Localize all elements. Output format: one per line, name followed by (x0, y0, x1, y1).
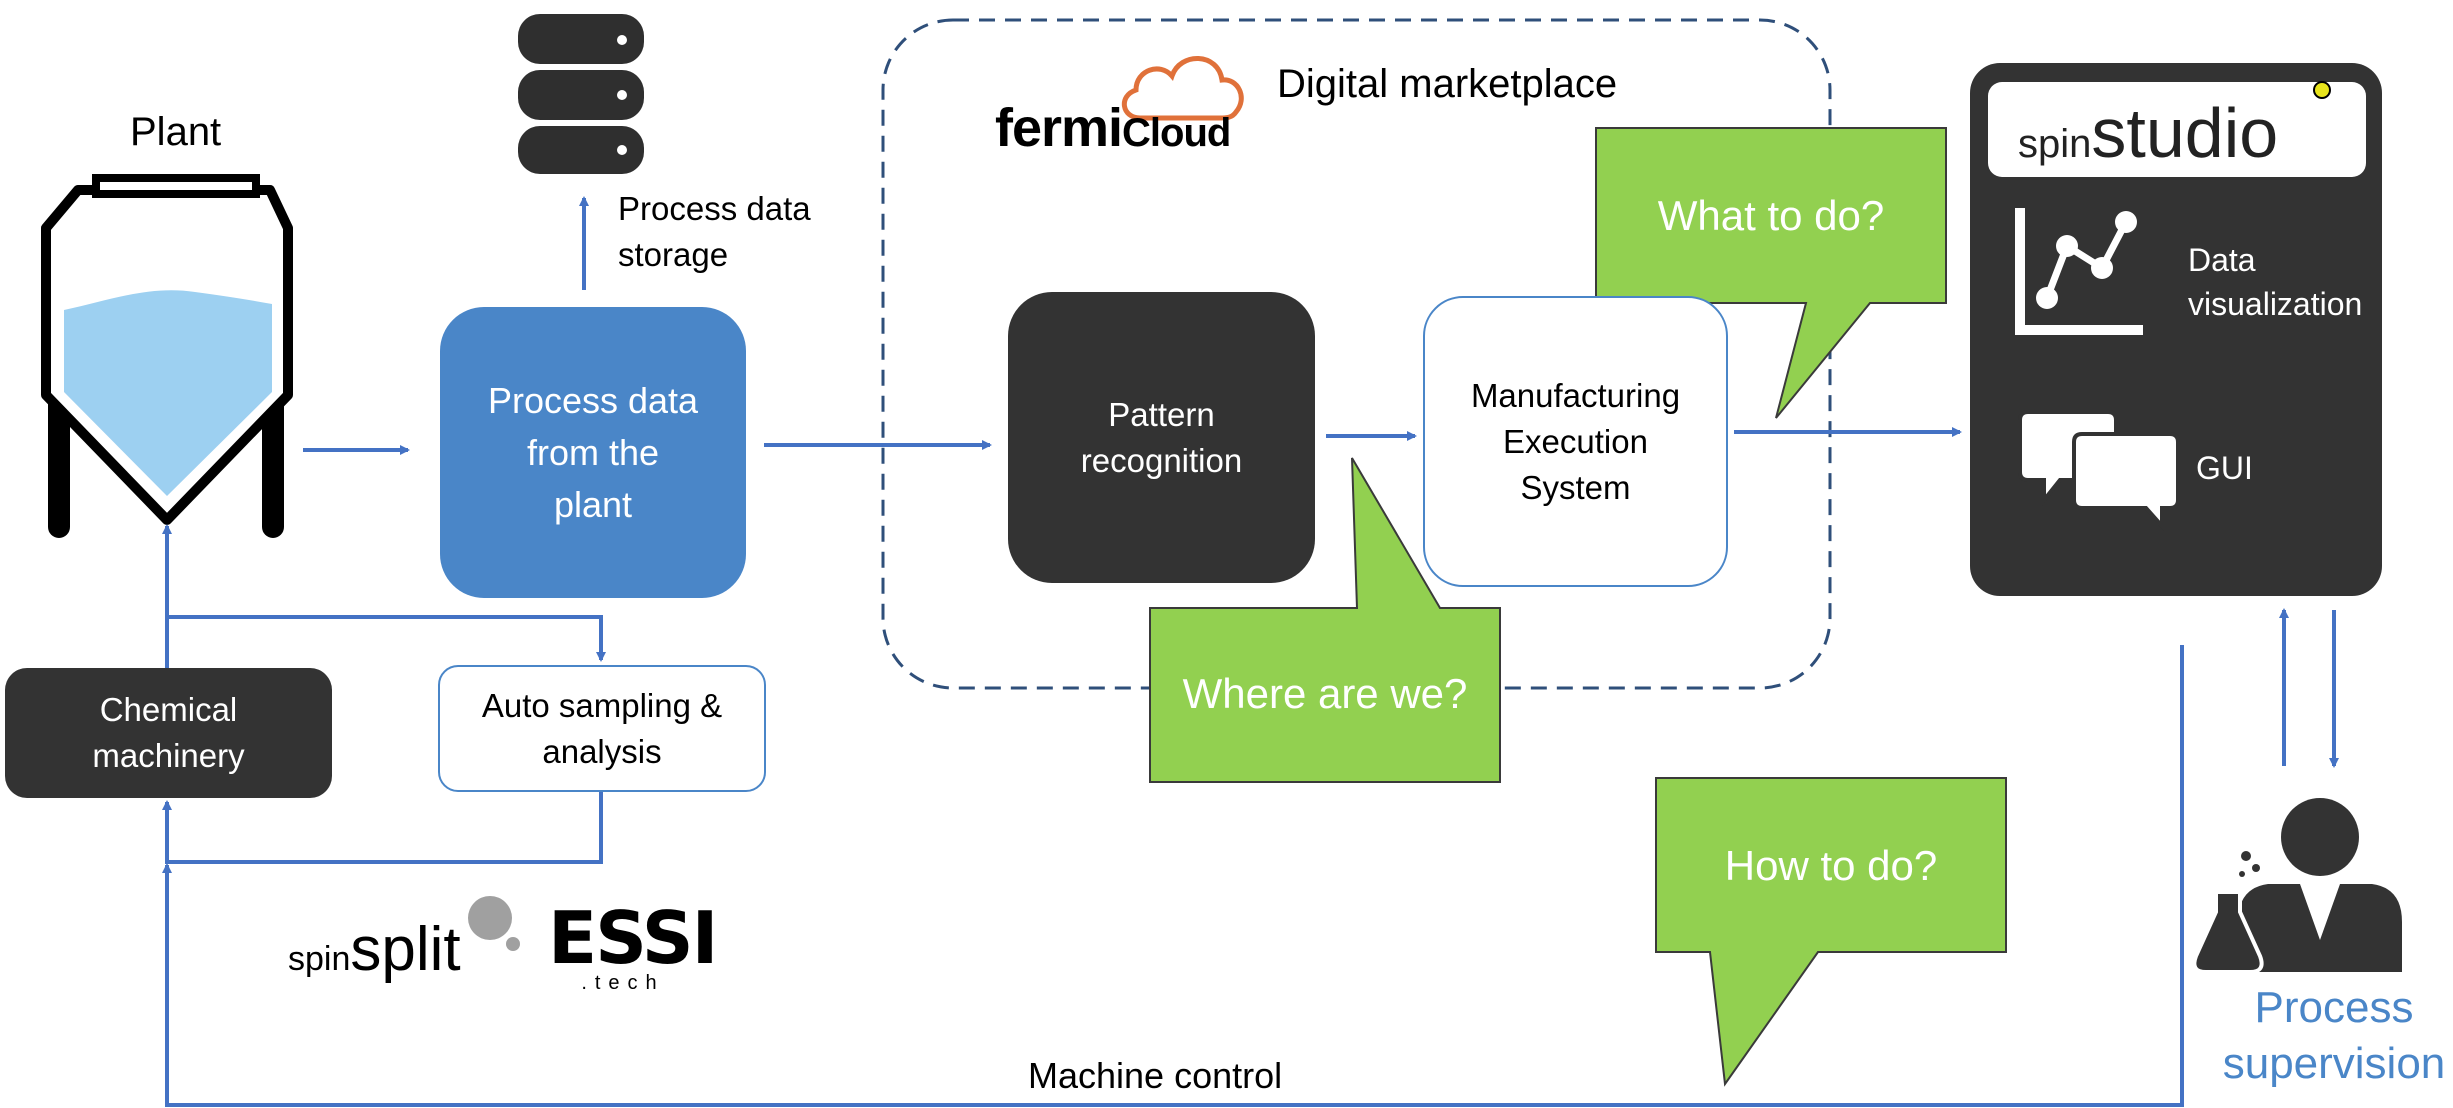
process-supervision-label: Process supervision (2216, 980, 2452, 1092)
marketplace-title: Digital marketplace (1277, 62, 1618, 106)
spinsplit-droplet-icon (468, 896, 520, 951)
auto-sampling-line2: analysis (542, 732, 662, 770)
fermi-main: fermi (995, 98, 1123, 158)
pattern-line2: recognition (1080, 441, 1243, 479)
supervision-line2: supervision (2222, 1039, 2446, 1088)
spinstudio-logo-box (1988, 82, 2366, 177)
bubble-how-text: How to do? (1724, 842, 1938, 889)
data-visualization-label: Data visualization (2188, 238, 2362, 326)
machine-control-label: Machine control (1028, 1055, 1283, 1096)
spinsplit-main: split (350, 915, 461, 984)
spinstudio-logo-dot (2313, 81, 2331, 99)
spinsplit-prefix: spin (288, 940, 351, 978)
auto-sampling-box[interactable]: Auto sampling & analysis (438, 665, 766, 792)
chemical-machinery-line2: machinery (92, 737, 245, 774)
process-data-line2: from the (526, 431, 660, 473)
essi-logo: ESSI .tech (548, 896, 718, 995)
mes-line1: Manufacturing (1470, 376, 1681, 414)
plant-tank-icon (41, 174, 293, 538)
chemical-machinery-box[interactable]: Chemical machinery (5, 668, 332, 798)
process-data-line3: plant (553, 483, 633, 525)
gui-label: GUI (2196, 450, 2253, 486)
cloud-icon (1122, 56, 1244, 121)
mes-line3: System (1520, 468, 1631, 506)
data-visualization-icon (2015, 208, 2143, 335)
arrow-machine-control (162, 645, 2184, 1107)
arrow-to-auto-sampling (167, 615, 606, 662)
auto-sampling-line1: Auto sampling & (481, 686, 723, 724)
supervision-line1: Process (2254, 983, 2414, 1032)
plant-title: Plant (130, 110, 222, 154)
fermi-cloud: Cloud (1122, 111, 1231, 155)
spinstudio-prefix: spin (2018, 122, 2092, 166)
arrow-sampling-to-machinery (162, 790, 603, 864)
mes-box[interactable]: Manufacturing Execution System (1423, 296, 1728, 587)
spinstudio-main: studio (2091, 94, 2279, 172)
pattern-recognition-box[interactable]: Pattern recognition (1008, 292, 1315, 583)
database-icon (518, 14, 644, 174)
bubble-where-text: Where are we? (1182, 670, 1468, 717)
data-vis-line2: visualization (2188, 286, 2363, 322)
connectors (162, 196, 2339, 1107)
storage-label-line2: storage (618, 236, 729, 273)
gui-chat-icon (2018, 410, 2180, 532)
spinsplit-logo: spinsplit (288, 915, 461, 994)
essi-main: ESSI (548, 896, 718, 980)
fermicloud-logo: fermiCloud (995, 98, 1231, 163)
storage-label: Process data storage (618, 186, 811, 278)
storage-label-line1: Process data (618, 190, 811, 227)
mes-line2: Execution (1503, 422, 1648, 460)
pattern-line1: Pattern (1108, 395, 1215, 433)
chemical-machinery-line1: Chemical (99, 691, 238, 728)
bubble-where (1149, 457, 1501, 783)
essi-sub: .tech (581, 972, 665, 994)
data-vis-line1: Data (2188, 242, 2256, 278)
bubble-how (1655, 777, 2007, 1087)
bubble-what-text: What to do? (1657, 192, 1885, 239)
process-data-line1: Process data (487, 379, 699, 421)
process-data-box[interactable]: Process data from the plant (440, 307, 746, 598)
scientist-icon (2192, 798, 2402, 974)
spinstudio-logo: spinstudio (2018, 88, 2278, 189)
